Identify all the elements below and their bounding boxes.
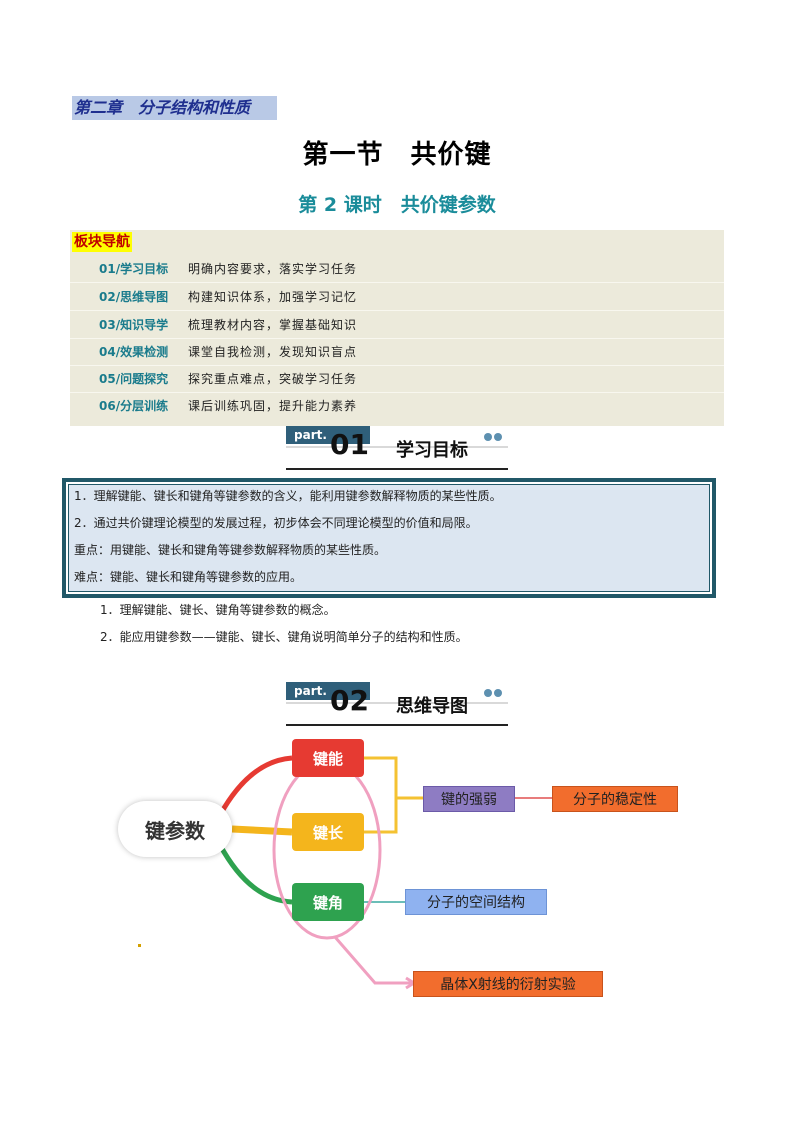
module-navigation: 板块导航 01/学习目标 明确内容要求，落实学习任务 02/思维导图 构建知识体… — [70, 230, 724, 426]
nav-item-desc: 课堂自我检测，发现知识盲点 — [188, 345, 358, 359]
goal-key-point: 重点：用键能、键长和键角等键参数解释物质的某些性质。 — [74, 543, 387, 557]
section-title: 第一节 共价键 — [302, 140, 492, 170]
nav-item-code: 05/问题探究 — [99, 372, 169, 386]
nav-item-desc: 探究重点难点，突破学习任务 — [188, 372, 358, 386]
nav-item[interactable]: 06/分层训练 课后训练巩固，提升能力素养 — [70, 393, 724, 419]
part-01-header: part. 01 学习目标 — [286, 426, 508, 470]
nav-item[interactable]: 02/思维导图 构建知识体系，加强学习记忆 — [70, 284, 724, 311]
mind-map-connectors — [217, 755, 552, 990]
header-rule — [286, 702, 508, 704]
nav-item-desc: 构建知识体系，加强学习记忆 — [188, 290, 358, 304]
part-tag: part. — [286, 682, 370, 700]
objective-line: 2．能应用键参数——键能、键长、键角说明简单分子的结构和性质。 — [100, 630, 468, 644]
decor-dots-icon — [484, 426, 506, 441]
nav-item[interactable]: 01/学习目标 明确内容要求，落实学习任务 — [70, 256, 724, 283]
mindmap-center-node: 键参数 — [118, 801, 232, 857]
nav-item-code: 03/知识导学 — [99, 318, 169, 332]
decor-dot — [138, 944, 141, 947]
nav-item-code: 02/思维导图 — [99, 290, 169, 304]
part-name: 学习目标 — [396, 440, 468, 461]
goal-line: 1．理解键能、键长和键角等键参数的含义，能利用键参数解释物质的某些性质。 — [74, 489, 502, 503]
part-02-header: part. 02 思维导图 — [286, 682, 508, 726]
part-name: 思维导图 — [396, 696, 468, 717]
goal-difficult-point: 难点：键能、键长和键角等键参数的应用。 — [74, 570, 303, 584]
connector-length — [231, 825, 293, 836]
navigation-title: 板块导航 — [72, 232, 132, 252]
part-number: 01 — [330, 428, 369, 461]
mind-map: 键参数 键能 键长 键角 键的强弱 分子的稳定性 分子的空间结构 晶体X射线的衍… — [110, 735, 690, 1015]
learning-goals-box: 1．理解键能、键长和键角等键参数的含义，能利用键参数解释物质的某些性质。 2．通… — [62, 478, 716, 598]
nav-item-code: 04/效果检测 — [99, 345, 169, 359]
decor-dots-icon — [484, 682, 506, 697]
nav-item-desc: 梳理教材内容，掌握基础知识 — [188, 318, 358, 332]
nav-item-desc: 明确内容要求，落实学习任务 — [188, 262, 358, 276]
mindmap-node-bond-strength: 键的强弱 — [423, 786, 515, 812]
mindmap-node-bond-angle: 键角 — [292, 883, 364, 921]
mindmap-node-molecule-stability: 分子的稳定性 — [552, 786, 678, 812]
lesson-title: 第 2 课时 共价键参数 — [298, 194, 496, 216]
nav-item[interactable]: 04/效果检测 课堂自我检测，发现知识盲点 — [70, 339, 724, 366]
connector-xray — [333, 936, 413, 985]
nav-item-code: 06/分层训练 — [99, 399, 169, 413]
header-rule — [286, 446, 508, 448]
mindmap-node-xray-diffraction: 晶体X射线的衍射实验 — [413, 971, 603, 997]
mindmap-node-bond-length: 键长 — [292, 813, 364, 851]
chapter-heading: 第二章 分子结构和性质 — [72, 96, 277, 120]
nav-item-code: 01/学习目标 — [99, 262, 169, 276]
mindmap-node-spatial-structure: 分子的空间结构 — [405, 889, 547, 915]
part-tag: part. — [286, 426, 370, 444]
nav-item[interactable]: 05/问题探究 探究重点难点，突破学习任务 — [70, 366, 724, 393]
mindmap-node-bond-energy: 键能 — [292, 739, 364, 777]
objective-line: 1．理解键能、键长、键角等键参数的概念。 — [100, 603, 336, 617]
part-number: 02 — [330, 684, 369, 717]
nav-item-desc: 课后训练巩固，提升能力素养 — [188, 399, 358, 413]
goal-line: 2．通过共价键理论模型的发展过程，初步体会不同理论模型的价值和局限。 — [74, 516, 478, 530]
nav-item[interactable]: 03/知识导学 梳理教材内容，掌握基础知识 — [70, 312, 724, 339]
connector-energy — [217, 755, 293, 817]
